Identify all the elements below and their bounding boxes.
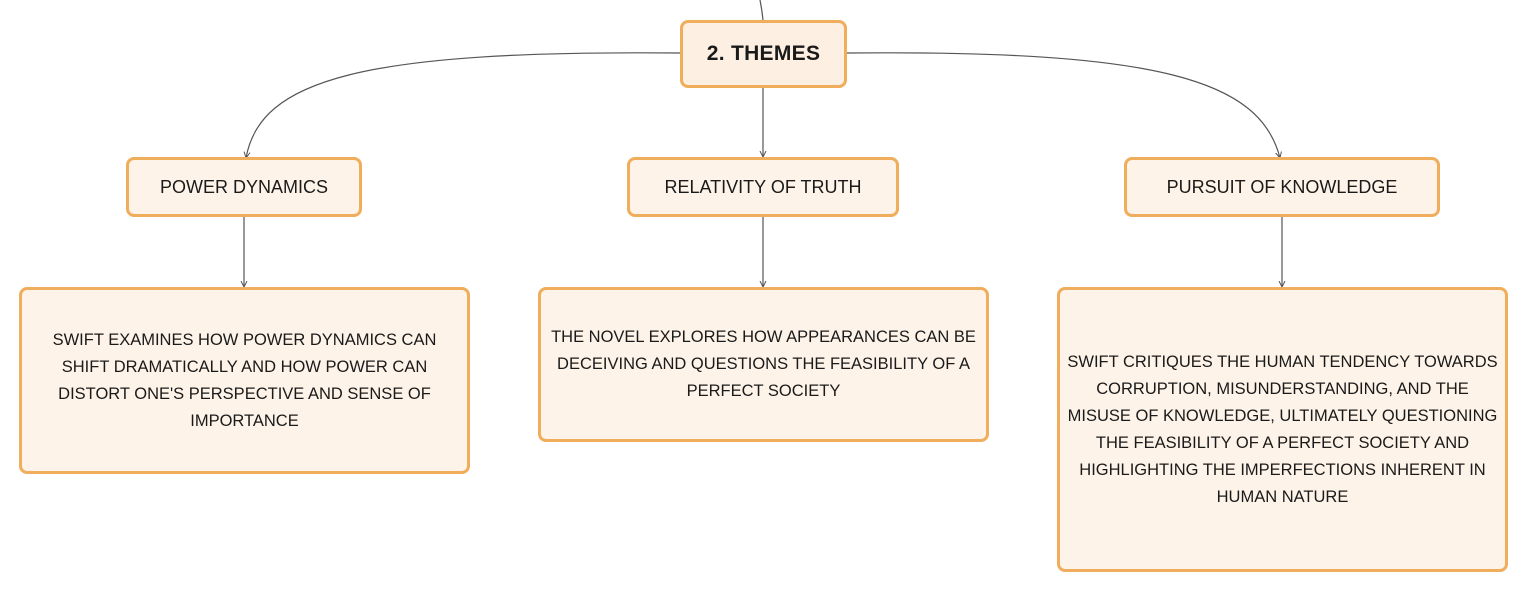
root-node-label: 2. THEMES bbox=[706, 42, 821, 65]
detail-node-text: SWIFT EXAMINES HOW POWER DYNAMICS CAN SH… bbox=[52, 330, 437, 430]
topic-node-label: RELATIVITY OF TRUTH bbox=[664, 176, 862, 197]
connector-incoming-root bbox=[759, 0, 764, 21]
topic-node-power-dynamics[interactable]: POWER DYNAMICS bbox=[126, 157, 362, 217]
detail-node-relativity-of-truth[interactable]: THE NOVEL EXPLORES HOW APPEARANCES CAN B… bbox=[538, 287, 989, 442]
topic-node-relativity-of-truth[interactable]: RELATIVITY OF TRUTH bbox=[627, 157, 899, 217]
connector-root-power-dynamics bbox=[246, 52, 681, 158]
root-node-themes[interactable]: 2. THEMES bbox=[680, 20, 847, 88]
detail-node-text: THE NOVEL EXPLORES HOW APPEARANCES CAN B… bbox=[551, 328, 976, 400]
detail-node-power-dynamics[interactable]: SWIFT EXAMINES HOW POWER DYNAMICS CAN SH… bbox=[19, 287, 470, 474]
topic-node-label: POWER DYNAMICS bbox=[159, 176, 328, 197]
topic-node-pursuit-of-knowledge[interactable]: PURSUIT OF KNOWLEDGE bbox=[1124, 157, 1440, 217]
connector-root-pursuit-of-knowledge bbox=[846, 52, 1280, 158]
detail-node-text: SWIFT CRITIQUES THE HUMAN TENDENCY TOWAR… bbox=[1067, 352, 1498, 506]
topic-node-label: PURSUIT OF KNOWLEDGE bbox=[1166, 176, 1398, 197]
detail-node-pursuit-of-knowledge[interactable]: SWIFT CRITIQUES THE HUMAN TENDENCY TOWAR… bbox=[1057, 287, 1508, 572]
